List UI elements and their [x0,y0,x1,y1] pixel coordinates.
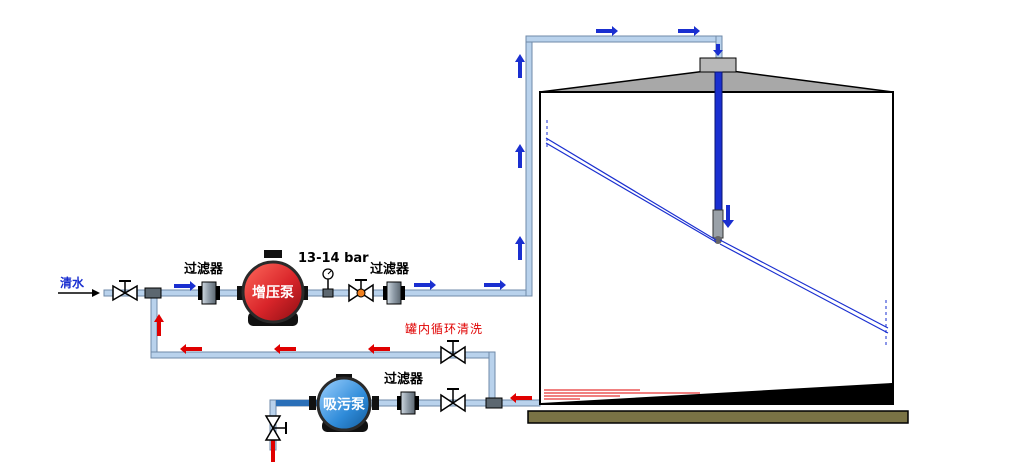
inlet-arrow-head-icon [92,289,100,297]
label-tank-circulation-wash: 罐内循环清洗 [405,322,483,336]
filter-3[interactable] [397,391,419,415]
flow-arrow-right-icon [414,280,436,290]
flow-arrow-left-icon [180,344,202,354]
flow-arrow-down-icon [713,44,723,56]
filter-body-icon [201,281,217,305]
gate-valve-icon [440,345,455,365]
pressure-gauge [322,268,334,298]
flow-arrow-up-icon [515,236,525,260]
pump-top [264,250,282,258]
return-vertical-right [488,351,496,405]
tee-junction [144,287,162,299]
flow-arrow-right-icon [484,280,506,290]
label-clean-water: 清水 [60,275,85,290]
pump-body [241,260,305,324]
drain-pipe-red [271,440,275,462]
wall-marks [546,120,887,345]
label-pressure: 13-14 bar [298,251,369,266]
supply-pipe [103,289,531,297]
label-booster-pump: 增压泵 [252,284,294,301]
pump-inlet-flange [237,286,245,300]
filter-body-icon [386,281,402,305]
top-pipe [525,35,723,43]
label-filter-1: 过滤器 [184,261,224,277]
gate-valve-icon [440,393,455,413]
check-valve[interactable] [348,279,374,303]
flow-arrow-right-icon [678,26,700,36]
flow-arrow-down-icon [722,205,734,228]
flow-arrow-left-icon [274,344,296,354]
sludge-layer [541,383,892,403]
pump-inlet-flange [309,396,316,410]
tank-foundation [527,410,909,424]
flow-arrow-right-icon [596,26,618,36]
gate-valve-icon [264,415,282,430]
drain-valve[interactable] [264,415,287,441]
nozzle-head [712,209,724,239]
label-suction-pump: 吸污泵 [323,396,365,413]
filter-body-icon [400,391,416,415]
pump-outlet-flange [372,396,379,410]
nozzle-pipe [714,71,723,213]
label-filter-3: 过滤器 [384,371,424,387]
label-filter-2: 过滤器 [370,261,410,277]
flow-arrow-left-icon [368,344,390,354]
booster-pump[interactable] [237,250,308,326]
pump-body [316,376,372,432]
return-vertical-left [150,295,158,359]
suction-valve[interactable] [440,388,466,413]
gate-valve-icon [112,284,127,302]
flow-arrow-up-icon [515,144,525,168]
flow-arrow-right-icon [174,281,196,291]
flow-arrow-up-icon [154,314,164,336]
inlet-valve[interactable] [112,280,138,302]
suction-pipe-dark [276,400,336,406]
filter-1[interactable] [198,281,220,305]
suction-tee [485,397,503,409]
storage-tank [527,57,909,424]
sludge-flow-lines [544,389,700,400]
filter-2[interactable] [383,281,405,305]
clean-water-arrows [58,26,723,297]
riser-pipe [525,35,533,297]
flow-arrow-left-icon [510,393,532,403]
spray-jets [545,137,889,334]
return-arrows [154,314,532,403]
check-valve-icon [348,283,363,303]
roof-hatch [699,57,737,73]
suction-pump[interactable] [309,374,379,432]
circulation-valve[interactable] [440,340,466,365]
flow-arrow-up-icon [515,54,525,78]
